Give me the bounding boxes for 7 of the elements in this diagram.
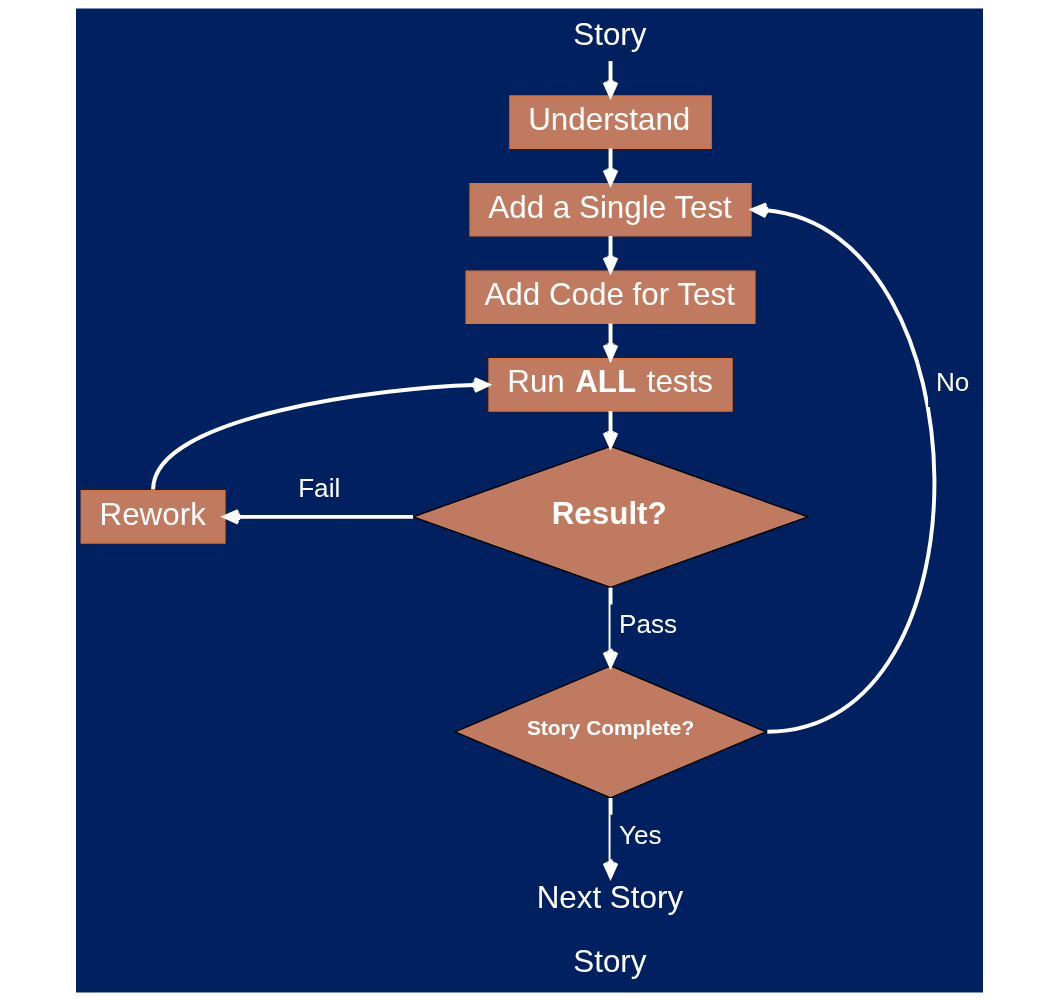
node-text: Next Story — [536, 879, 683, 915]
edge-label: Pass — [618, 609, 677, 640]
edge-label: No — [935, 367, 969, 398]
edge-label: Yes — [618, 819, 662, 850]
node-text: Story — [572, 17, 646, 53]
label: Story — [572, 943, 646, 979]
edge-label: Fail — [297, 473, 340, 504]
